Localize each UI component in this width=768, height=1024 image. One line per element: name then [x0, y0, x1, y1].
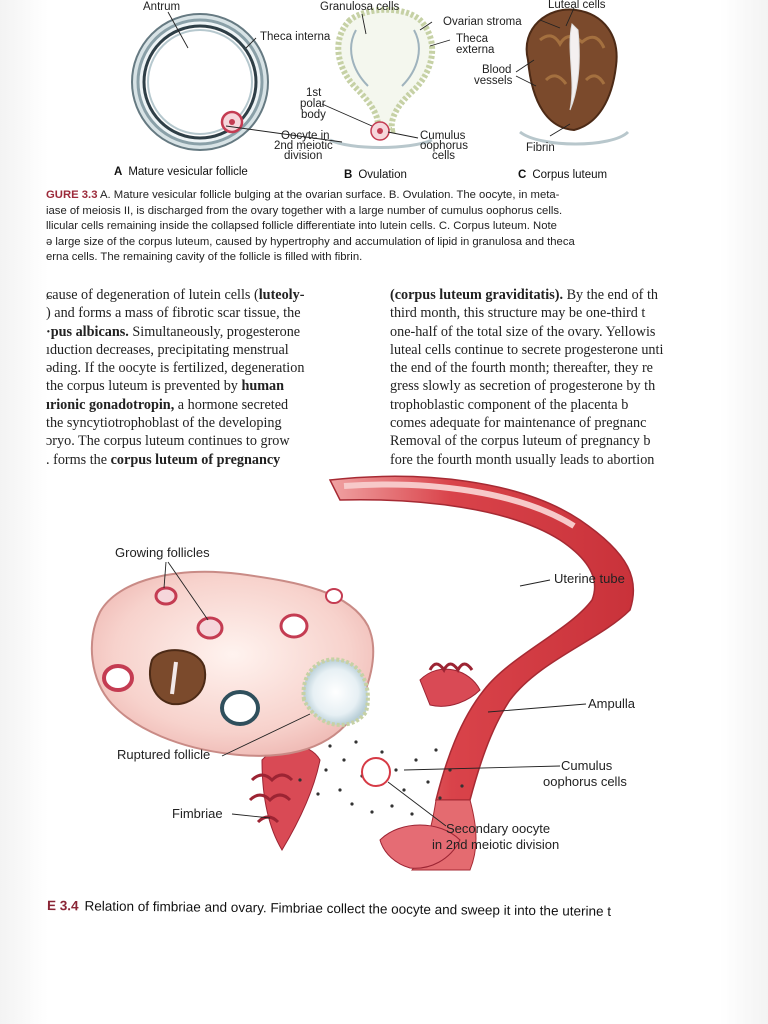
- body-right-text: one-half of the total size of the ovary.…: [390, 323, 656, 340]
- body-text-left-column: ɕause of degeneration of lutein cells (l…: [46, 286, 362, 469]
- label-antrum: Antrum: [143, 1, 181, 13]
- body-left-line: ·pus albicans. Simultaneously, progester…: [46, 323, 362, 341]
- body-left-line: əding. If the oocyte is fertilized, dege…: [46, 359, 362, 377]
- label-polar-body-1: 1st: [306, 87, 322, 99]
- label-theca-interna: Theca interna: [260, 31, 331, 43]
- label-luteal-cells: Luteal cells: [548, 0, 606, 11]
- body-right-line: (corpus luteum graviditatis). By the end…: [390, 286, 722, 304]
- label-cumulus-3: cells: [432, 150, 456, 162]
- body-right-text: luteal cells continue to secrete progest…: [390, 341, 664, 358]
- body-right-text: Removal of the corpus luteum of pregnanc…: [390, 433, 651, 450]
- label-ruptured-follicle: Ruptured follicle: [117, 747, 211, 762]
- body-right-text: trophoblastic component of the placenta …: [390, 396, 629, 413]
- body-left-text: ) and forms a mass of fibrotic scar tiss…: [46, 305, 301, 322]
- body-right-text: third month, this structure may be one-t…: [390, 305, 646, 322]
- body-left-line: ɔryo. The corpus luteum continues to gro…: [46, 432, 362, 450]
- label-secondary-oocyte-1: Secondary oocyte: [446, 821, 551, 836]
- label-granulosa-cells: Granulosa cells: [320, 1, 400, 13]
- label-oocyte-3: division: [284, 150, 323, 162]
- label-uterine-tube: Uterine tube: [554, 571, 625, 586]
- body-right-line: the end of the fourth month; thereafter,…: [390, 359, 722, 377]
- label-blood-vessels-1: Blood: [482, 64, 512, 76]
- body-right-line: Removal of the corpus luteum of pregnanc…: [390, 432, 722, 450]
- body-left-line: ɕause of degeneration of lutein cells (l…: [46, 286, 362, 304]
- body-left-text: . forms the: [46, 451, 111, 468]
- body-left-bold-term: ırionic gonadotropin,: [46, 396, 175, 413]
- page-shadow-left: [0, 0, 48, 1024]
- label-oocyte-2: 2nd meiotic: [274, 140, 333, 152]
- body-right-line: fore the fourth month usually leads to a…: [390, 451, 722, 469]
- body-left-line: ) and forms a mass of fibrotic scar tiss…: [46, 304, 362, 322]
- body-right-line: third month, this structure may be one-t…: [390, 304, 722, 322]
- label-ampulla: Ampulla: [588, 696, 635, 711]
- body-right-text: By the end of th: [563, 287, 658, 303]
- body-right-text: gress slowly as secretion of progesteron…: [390, 378, 656, 395]
- figure-3-3-caption: GURE 3.3 A. Mature vesicular follicle bu…: [46, 189, 575, 264]
- body-right-line: luteal cells continue to secrete progest…: [390, 341, 722, 359]
- label-oocyte-1: Oocyte in: [281, 130, 330, 142]
- label-secondary-oocyte-2: in 2nd meiotic division: [432, 837, 560, 852]
- body-left-text: ɔryo. The corpus luteum continues to gro…: [46, 433, 290, 450]
- body-right-line: gress slowly as secretion of progesteron…: [390, 377, 722, 395]
- body-left-bold-term: corpus luteum of pregnancy: [110, 451, 281, 468]
- body-left-line: the corpus luteum is prevented by human: [46, 377, 362, 395]
- label-blood-vessels-2: vessels: [474, 75, 513, 87]
- label-polar-body-2: polar: [300, 98, 326, 110]
- label-theca-externa-1: Theca: [456, 33, 488, 45]
- panel-a-follicle: [131, 13, 269, 151]
- label-growing-follicles: Growing follicles: [115, 545, 210, 560]
- figure-3-3-leader-lines: [167, 7, 575, 143]
- body-text-right-column: (corpus luteum graviditatis). By the end…: [390, 286, 722, 469]
- body-left-line: . forms the corpus luteum of pregnancy: [46, 451, 362, 469]
- body-left-text: the syncytiotrophoblast of the developin…: [46, 415, 282, 432]
- body-left-text: əding. If the oocyte is fertilized, dege…: [46, 360, 305, 377]
- body-right-text: comes adequate for maintenance of pregna…: [390, 415, 647, 432]
- label-cumulus-2: oophorus: [420, 140, 468, 152]
- body-left-bold-term: luteoly-: [258, 287, 305, 303]
- body-left-bold-term: human: [241, 378, 285, 395]
- label-fibrin: Fibrin: [526, 142, 555, 154]
- body-left-text: ıduction decreases, precipitating menstr…: [46, 341, 289, 358]
- body-left-bold-term: ·pus albicans.: [46, 323, 129, 340]
- body-left-text: a hormone secreted: [174, 396, 289, 413]
- body-right-text: the end of the fourth month; thereafter,…: [390, 360, 653, 377]
- label-cumulus-oophorus-2: oophorus cells: [543, 774, 627, 789]
- label-theca-externa-2: externa: [456, 44, 495, 56]
- panel-c-corpus-luteum: [519, 8, 630, 146]
- label-ovarian-stroma: Ovarian stroma: [443, 16, 522, 28]
- label-cumulus-1: Cumulus: [420, 130, 466, 142]
- body-right-bold-term: (corpus luteum graviditatis).: [390, 287, 564, 303]
- body-left-line: ırionic gonadotropin, a hormone secreted: [46, 396, 362, 414]
- label-fimbriae: Fimbriae: [172, 806, 223, 821]
- body-right-line: one-half of the total size of the ovary.…: [390, 323, 722, 341]
- page-shadow-right: [720, 0, 768, 1024]
- body-left-text: the corpus luteum is prevented by: [46, 378, 242, 395]
- body-right-text: fore the fourth month usually leads to a…: [390, 451, 655, 468]
- panel-b-ovulation: [329, 6, 436, 149]
- label-cumulus-oophorus-1: Cumulus: [561, 758, 613, 773]
- body-left-text: ɕause of degeneration of lutein cells (: [46, 287, 259, 303]
- label-polar-body-3: body: [301, 109, 326, 121]
- body-left-line: the syncytiotrophoblast of the developin…: [46, 414, 362, 432]
- body-right-line: comes adequate for maintenance of pregna…: [390, 414, 722, 432]
- body-left-text: Simultaneously, progesterone: [128, 323, 301, 340]
- body-right-line: trophoblastic component of the placenta …: [390, 396, 722, 414]
- body-left-line: ıduction decreases, precipitating menstr…: [46, 341, 362, 359]
